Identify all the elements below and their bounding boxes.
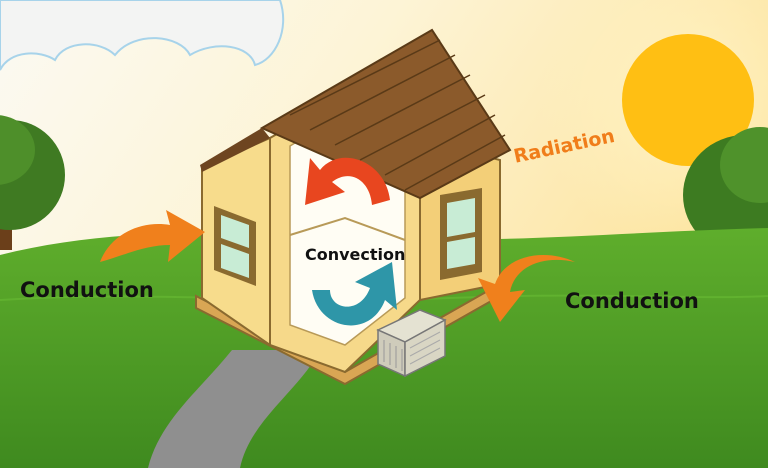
- house-floor-line: [289, 216, 406, 241]
- convection-cool-arrow: [312, 262, 397, 326]
- cloud-icon: [0, 0, 285, 71]
- sun-icon: [622, 34, 754, 166]
- conduction-arrow-right: [478, 255, 575, 322]
- convection-warm-arrow: [305, 157, 390, 205]
- walkway: [148, 350, 320, 468]
- conduction-label-right: Conduction: [565, 289, 699, 313]
- window-right: [440, 188, 482, 280]
- conduction-label-left: Conduction: [20, 278, 154, 302]
- convection-label: Convection: [305, 245, 406, 264]
- air-conditioner-icon: [376, 309, 447, 378]
- window-left: [214, 206, 256, 286]
- tree-left: [0, 115, 65, 250]
- house-roof: [200, 28, 512, 200]
- conduction-arrow-left: [100, 210, 205, 262]
